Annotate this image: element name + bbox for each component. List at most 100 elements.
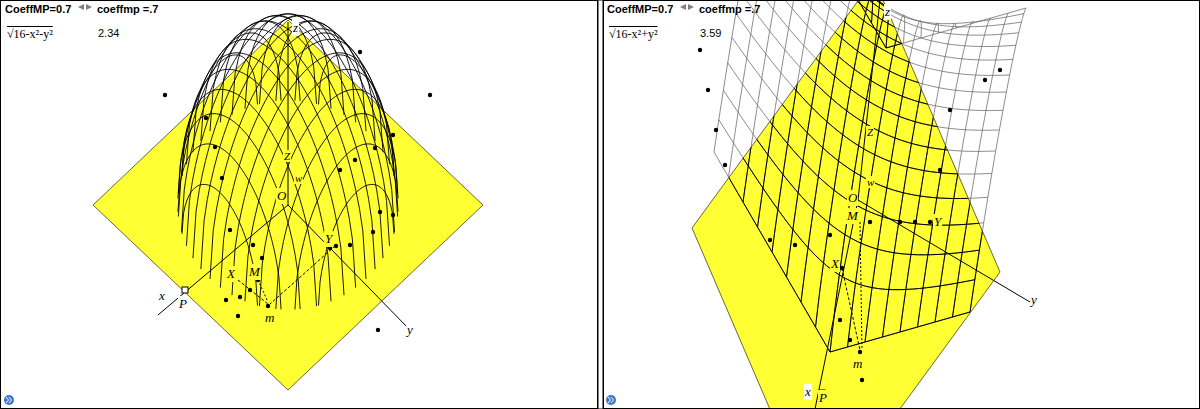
mesh-curve [178, 114, 300, 309]
mesh-curve [763, 1, 1019, 35]
point-dot [391, 213, 395, 217]
point-dot [391, 133, 395, 137]
point-dot [714, 128, 718, 132]
axis-label: x [804, 384, 812, 400]
x-axis [815, 200, 858, 408]
point-label: P [818, 390, 828, 406]
mesh-curve [714, 1, 770, 152]
y-axis [288, 205, 410, 330]
mesh-curve [186, 14, 331, 246]
mesh-curve [318, 184, 394, 305]
mesh-curve [935, 18, 991, 322]
slider-value: coeffmp =.7 [96, 3, 159, 15]
point-dot [353, 158, 357, 162]
point-dot [948, 108, 952, 112]
mesh-curve [830, 6, 888, 352]
slider-arrow [680, 4, 686, 10]
mesh-curve [935, 18, 991, 322]
point-dot [163, 93, 167, 97]
point-dot [768, 238, 772, 242]
mesh-curve [719, 120, 975, 290]
point-marker [182, 287, 188, 293]
point-dot [706, 88, 710, 92]
point-dot [371, 230, 375, 234]
point-dot [998, 68, 1002, 72]
mesh-curve [714, 1, 770, 152]
mesh-curve [770, 1, 1026, 48]
point-dot [698, 48, 702, 52]
z-axis [288, 22, 289, 205]
mesh-curve [754, 1, 1010, 75]
point-label: P [178, 296, 188, 312]
left-view [93, 14, 483, 390]
point-label: M [846, 208, 859, 224]
point-dot [251, 243, 255, 247]
mesh-curve [181, 89, 316, 306]
mesh-curve [970, 8, 1026, 312]
function-expression: √16-x²-y² [6, 27, 54, 42]
panel-frame [604, 1, 1200, 409]
point-dot [838, 318, 842, 322]
point-label: M [248, 264, 261, 280]
mesh-curve [178, 21, 300, 216]
point-label: O [847, 190, 858, 206]
xy-plane [692, 1, 1000, 408]
mesh-curve [953, 13, 1009, 317]
point-dot [723, 163, 727, 167]
axis-label: z [292, 20, 299, 36]
mesh-curve [259, 15, 394, 232]
surface-mesh [714, 1, 1026, 352]
mesh-curve [801, 1, 857, 302]
mesh-curve [714, 152, 970, 352]
point-dot [928, 220, 932, 224]
point-dot [793, 243, 797, 247]
mesh-curve [787, 1, 843, 277]
point-dot [840, 266, 844, 270]
mesh-curve [740, 1, 996, 151]
y-axis [858, 200, 1035, 305]
panel-frame [1, 1, 598, 409]
xy-plane [93, 20, 483, 390]
menu-icon [6, 397, 12, 403]
mesh-curve [232, 16, 383, 258]
mesh-curve [865, 20, 921, 342]
point-dot [828, 233, 832, 237]
point-dot [938, 168, 942, 172]
mesh-curve [276, 21, 398, 216]
mesh-curve [743, 1, 799, 202]
point-dot [848, 338, 852, 342]
mesh-curve [743, 1, 999, 130]
mesh-curve [763, 1, 1019, 35]
points [163, 50, 432, 332]
point-dot [428, 93, 432, 97]
point-dot [260, 256, 264, 260]
point-label: w [294, 172, 303, 184]
mesh-curve [754, 1, 1010, 75]
point-dot [338, 168, 342, 172]
point-dot [868, 220, 872, 224]
mesh-curve [182, 184, 258, 305]
point-dot [213, 145, 217, 149]
mesh-curve [768, 1, 1024, 24]
point-dot [236, 314, 240, 318]
point-dot [373, 146, 377, 150]
point-label: m [264, 310, 275, 326]
axis-label: z [884, 4, 891, 20]
surface-mesh [714, 1, 1026, 352]
mesh-curve [787, 1, 843, 277]
mesh-curve [801, 1, 857, 302]
mesh-curve [728, 63, 984, 225]
point-dot [248, 288, 252, 292]
point-label: X [226, 266, 236, 282]
dashed-guide [860, 222, 862, 350]
point-dot [860, 378, 864, 382]
point-label: O [276, 188, 287, 204]
mesh-curve [732, 37, 988, 198]
point-dot [334, 244, 338, 248]
slider-value: coeffmp =.7 [698, 3, 761, 15]
point-label: m [852, 356, 863, 372]
mesh-curve [232, 53, 383, 295]
